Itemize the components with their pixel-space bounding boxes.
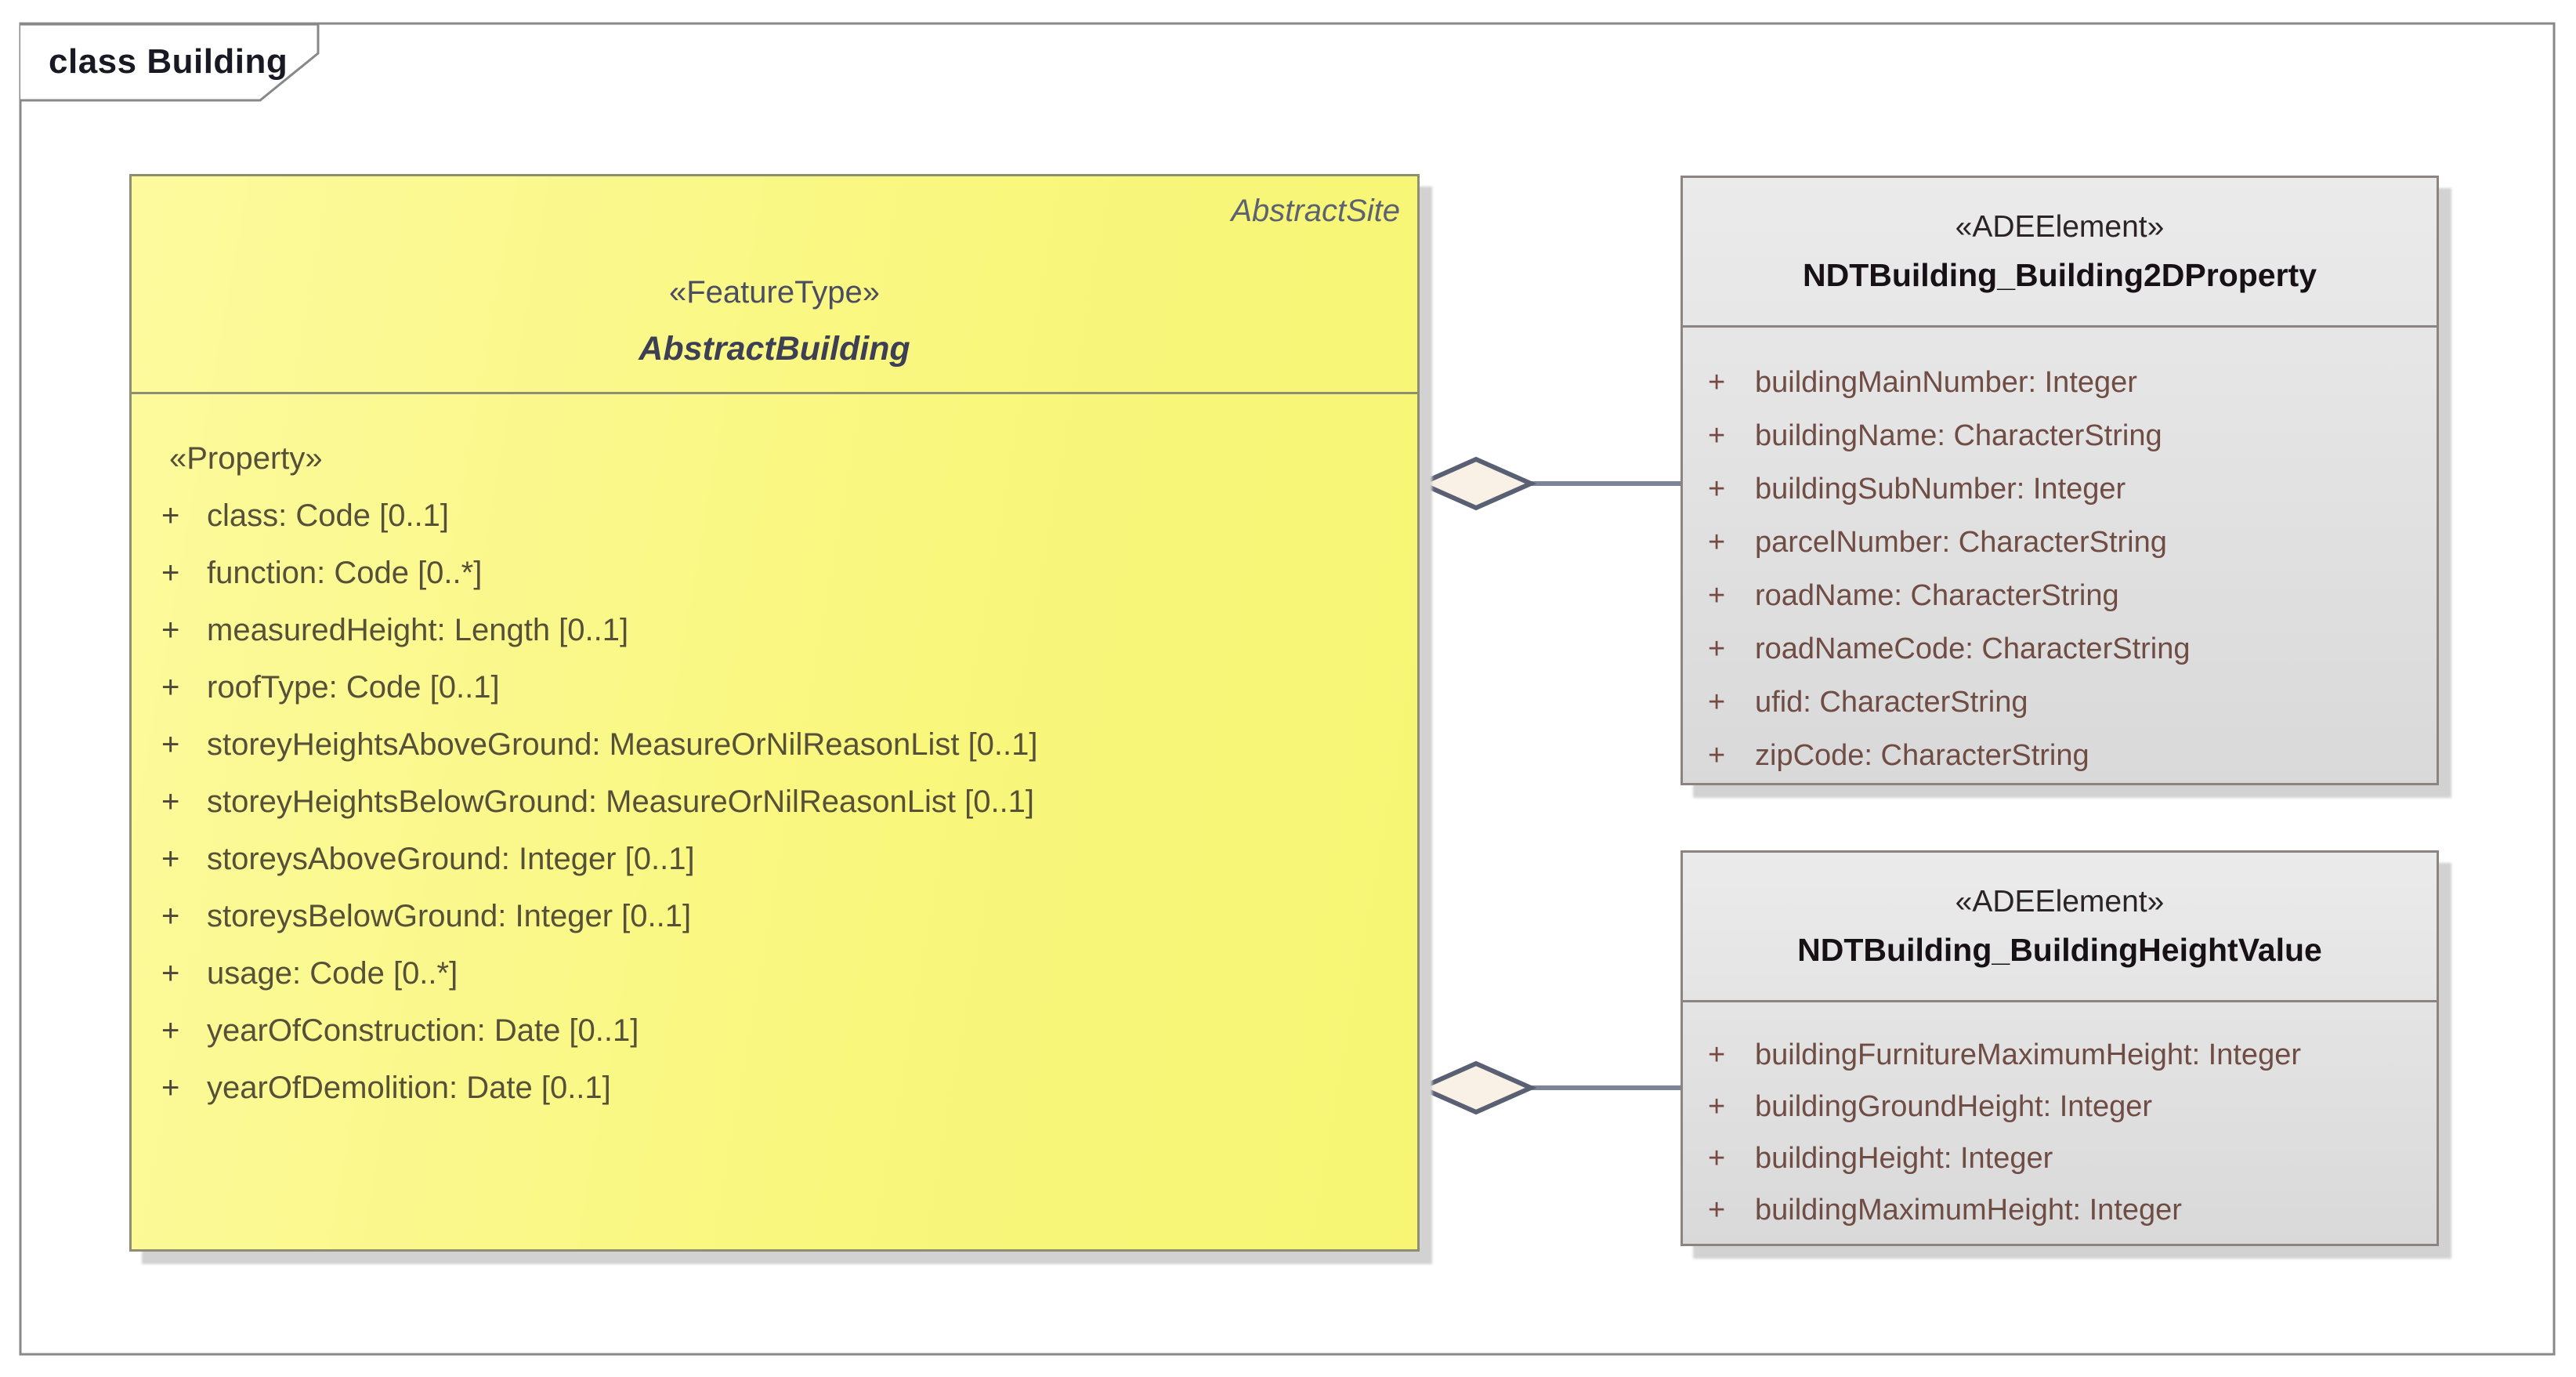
visibility-public: +	[161, 1071, 180, 1105]
attribute-text: storeysBelowGround: Integer [0..1]	[207, 899, 692, 933]
parent-class-label: AbstractSite	[1231, 194, 1400, 228]
class-name: NDTBuilding_BuildingHeightValue	[1797, 931, 2322, 968]
attribute-row[interactable]: + storeyHeightsBelowGround: MeasureOrNilR…	[161, 774, 1417, 831]
attribute-text: buildingSubNumber: Integer	[1755, 472, 2126, 506]
attribute-text: function: Code [0..*]	[207, 556, 483, 590]
attribute-row[interactable]: + storeysAboveGround: Integer [0..1]	[161, 831, 1417, 888]
visibility-public: +	[161, 556, 180, 590]
attribute-text: buildingMainNumber: Integer	[1755, 365, 2137, 399]
attribute-text: roadNameCode: CharacterString	[1755, 632, 2191, 665]
attribute-text: buildingName: CharacterString	[1755, 419, 2162, 452]
attribute-text: storeysAboveGround: Integer [0..1]	[207, 842, 695, 876]
attribute-row[interactable]: + roadNameCode: CharacterString	[1708, 622, 2437, 676]
attribute-text: buildingFurnitureMaximumHeight: Integer	[1755, 1038, 2301, 1071]
attributes-compartment: «Property» + class: Code [0..1] + function…	[132, 394, 1417, 1117]
attribute-row[interactable]: + buildingMainNumber: Integer	[1708, 356, 2437, 409]
aggregation-diamond-icon	[1415, 1060, 1537, 1115]
visibility-public: +	[1708, 365, 1726, 399]
attribute-row[interactable]: + storeyHeightsAboveGround: MeasureOrNilR…	[161, 716, 1417, 774]
diagram-frame-title: class Building	[49, 42, 288, 81]
class-name: NDTBuilding_Building2DProperty	[1803, 256, 2317, 293]
visibility-public: +	[161, 670, 180, 705]
visibility-public: +	[1708, 632, 1726, 665]
attribute-row[interactable]: + buildingSubNumber: Integer	[1708, 462, 2437, 516]
attribute-text: storeyHeightsBelowGround: MeasureOrNilRe…	[207, 785, 1035, 819]
attribute-text: parcelNumber: CharacterString	[1755, 525, 2167, 559]
visibility-public: +	[1708, 1038, 1726, 1071]
attribute-row[interactable]: + buildingName: CharacterString	[1708, 409, 2437, 462]
attribute-text: yearOfConstruction: Date [0..1]	[207, 1013, 639, 1048]
diagram-frame	[19, 22, 2556, 1356]
class-stereotype: «FeatureType»	[668, 275, 881, 310]
attribute-row[interactable]: + buildingMaximumHeight: Integer	[1708, 1184, 2437, 1236]
class-header: «ADEElement» NDTBuilding_BuildingHeightV…	[1683, 853, 2437, 1002]
visibility-public: +	[161, 785, 180, 819]
class-stereotype: «ADEElement»	[1955, 209, 2165, 244]
attribute-row[interactable]: + storeysBelowGround: Integer [0..1]	[161, 888, 1417, 945]
attribute-text: zipCode: CharacterString	[1755, 738, 2089, 772]
visibility-public: +	[1708, 1141, 1726, 1175]
class-box-abstractbuilding[interactable]: AbstractSite «FeatureType» AbstractBuild…	[129, 174, 1420, 1252]
attribute-text: roofType: Code [0..1]	[207, 670, 500, 705]
attribute-text: class: Code [0..1]	[207, 498, 450, 533]
attribute-text: buildingHeight: Integer	[1755, 1141, 2053, 1175]
attribute-row[interactable]: + yearOfConstruction: Date [0..1]	[161, 1002, 1417, 1060]
attribute-text: buildingMaximumHeight: Integer	[1755, 1193, 2182, 1227]
attribute-text: ufid: CharacterString	[1755, 685, 2028, 719]
attribute-row[interactable]: + ufid: CharacterString	[1708, 676, 2437, 729]
visibility-public: +	[161, 727, 180, 762]
attribute-row[interactable]: + buildingHeight: Integer	[1708, 1132, 2437, 1184]
attribute-row[interactable]: + zipCode: CharacterString	[1708, 729, 2437, 782]
attribute-row[interactable]: + parcelNumber: CharacterString	[1708, 516, 2437, 569]
aggregation-connector-building2dproperty[interactable]	[1415, 456, 1681, 511]
attribute-text: usage: Code [0..*]	[207, 956, 458, 991]
attribute-row[interactable]: + buildingFurnitureMaximumHeight: Integer	[1708, 1029, 2437, 1081]
aggregation-diamond-icon	[1415, 456, 1537, 511]
class-stereotype: «ADEElement»	[1955, 884, 2165, 919]
attribute-row[interactable]: + yearOfDemolition: Date [0..1]	[161, 1060, 1417, 1117]
attribute-row[interactable]: + roofType: Code [0..1]	[161, 659, 1417, 716]
class-box-ndtbuilding-building2dproperty[interactable]: «ADEElement» NDTBuilding_Building2DPrope…	[1681, 176, 2439, 785]
visibility-public: +	[161, 899, 180, 933]
visibility-public: +	[1708, 685, 1726, 719]
visibility-public: +	[1708, 419, 1726, 452]
attributes-compartment: + buildingFurnitureMaximumHeight: Integer…	[1683, 1002, 2437, 1236]
attribute-row[interactable]: + roadName: CharacterString	[1708, 569, 2437, 622]
attribute-row[interactable]: + buildingGroundHeight: Integer	[1708, 1081, 2437, 1132]
attribute-row[interactable]: + usage: Code [0..*]	[161, 945, 1417, 1002]
attribute-row[interactable]: + function: Code [0..*]	[161, 545, 1417, 602]
attribute-row[interactable]: + class: Code [0..1]	[161, 487, 1417, 545]
visibility-public: +	[161, 613, 180, 647]
class-header: «ADEElement» NDTBuilding_Building2DPrope…	[1683, 178, 2437, 328]
visibility-public: +	[1708, 1089, 1726, 1123]
visibility-public: +	[1708, 525, 1726, 559]
attributes-compartment: + buildingMainNumber: Integer + buildingNa…	[1683, 328, 2437, 782]
visibility-public: +	[161, 498, 180, 533]
aggregation-connector-buildingheightvalue[interactable]	[1415, 1060, 1681, 1115]
visibility-public: +	[161, 956, 180, 991]
visibility-public: +	[1708, 738, 1726, 772]
visibility-public: +	[161, 842, 180, 876]
frame-tab-shape	[20, 23, 320, 102]
attribute-text: measuredHeight: Length [0..1]	[207, 613, 629, 647]
class-box-ndtbuilding-buildingheightvalue[interactable]: «ADEElement» NDTBuilding_BuildingHeightV…	[1681, 850, 2439, 1246]
visibility-public: +	[1708, 472, 1726, 506]
attribute-text: roadName: CharacterString	[1755, 578, 2119, 612]
attribute-text: yearOfDemolition: Date [0..1]	[207, 1071, 611, 1105]
attribute-row[interactable]: + measuredHeight: Length [0..1]	[161, 602, 1417, 659]
visibility-public: +	[161, 1013, 180, 1048]
visibility-public: +	[1708, 578, 1726, 612]
compartment-stereotype: «Property»	[169, 441, 323, 476]
class-header: AbstractSite «FeatureType» AbstractBuild…	[132, 176, 1417, 394]
visibility-public: +	[1708, 1193, 1726, 1227]
attribute-text: storeyHeightsAboveGround: MeasureOrNilRe…	[207, 727, 1038, 762]
class-name: AbstractBuilding	[639, 330, 910, 368]
attribute-text: buildingGroundHeight: Integer	[1755, 1089, 2153, 1123]
